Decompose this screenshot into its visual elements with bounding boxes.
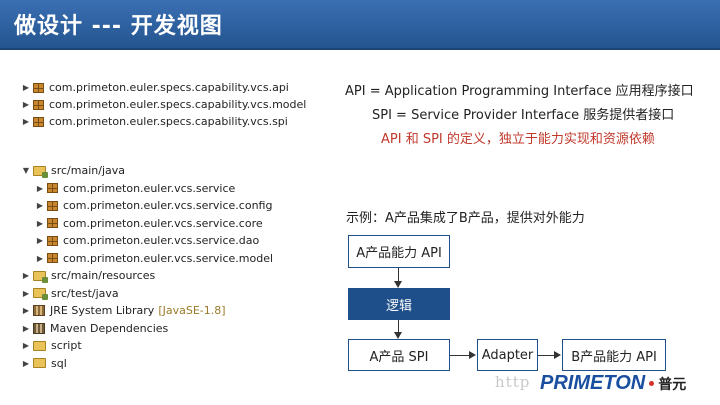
source-folder-icon xyxy=(33,165,48,178)
package-icon xyxy=(47,253,58,263)
folder-icon xyxy=(33,358,46,368)
tree-row-model[interactable]: ▶ com.primeton.euler.specs.capability.vc… xyxy=(20,96,306,113)
expand-arrow-icon[interactable]: ▶ xyxy=(22,271,30,280)
expand-arrow-icon[interactable]: ▶ xyxy=(22,83,30,92)
package-icon xyxy=(33,99,44,110)
primeton-logo: PRIMETON 普元 xyxy=(540,372,686,395)
tree-row-model[interactable]: ▶ com.primeton.euler.vcs.service.model xyxy=(34,250,273,267)
tree-row-maven-dependencies[interactable]: ▶ Maven Dependencies xyxy=(20,320,168,337)
a-product-api-box: A产品能力 API xyxy=(348,235,450,268)
a-product-spi-box: A产品 SPI xyxy=(348,339,450,371)
expand-arrow-icon[interactable]: ▶ xyxy=(22,100,30,109)
arrow-right-icon xyxy=(554,351,561,359)
tree-row-sql[interactable]: ▶ sql xyxy=(20,355,67,372)
library-icon xyxy=(33,305,45,316)
folder-label: sql xyxy=(51,356,67,370)
logo-cn-text: 普元 xyxy=(658,376,687,393)
package-icon xyxy=(47,218,58,228)
url-watermark: http xyxy=(495,373,531,391)
package-icon xyxy=(47,235,58,246)
expand-arrow-icon[interactable]: ▶ xyxy=(36,218,44,228)
package-icon xyxy=(33,116,44,127)
package-label: com.primeton.euler.vcs.service.dao xyxy=(63,234,260,247)
folder-label: src/main/resources xyxy=(51,269,156,282)
expand-arrow-icon[interactable]: ▶ xyxy=(22,341,30,350)
tree-row-jre-library[interactable]: ▶ JRE System Library [JavaSE-1.8] xyxy=(20,302,226,319)
library-label: Maven Dependencies xyxy=(50,321,169,335)
capability-package-tree: ▶ com.primeton.euler.specs.capability.vc… xyxy=(20,79,330,133)
adapter-box: Adapter xyxy=(477,339,538,371)
tree-row-src-main-java[interactable]: ▼ src/main/java xyxy=(20,162,125,179)
expand-arrow-icon[interactable]: ▶ xyxy=(22,358,30,368)
connector-line xyxy=(398,320,399,333)
tree-row-spi[interactable]: ▶ com.primeton.euler.specs.capability.vc… xyxy=(20,113,288,130)
package-icon xyxy=(33,82,44,93)
tree-row-src-main-resources[interactable]: ▶ src/main/resources xyxy=(20,267,155,284)
package-label: com.primeton.euler.vcs.service xyxy=(63,181,236,195)
connector-line xyxy=(398,268,399,282)
definition-note: API 和 SPI 的定义，独立于能力实现和资源依赖 xyxy=(381,132,655,147)
library-icon xyxy=(33,322,45,334)
logo-dot xyxy=(649,381,655,386)
expand-arrow-icon[interactable]: ▶ xyxy=(36,253,44,263)
package-label: com.primeton.euler.vcs.service.model xyxy=(63,251,274,265)
slide-title: 做设计 --- 开发视图 xyxy=(14,14,223,39)
connector-line xyxy=(450,355,470,356)
b-product-api-box: B产品能力 API xyxy=(562,339,666,371)
example-caption: 示例：A产品集成了B产品，提供对外能力 xyxy=(346,211,585,226)
expand-arrow-icon[interactable]: ▶ xyxy=(36,236,44,245)
tree-row-service[interactable]: ▶ com.primeton.euler.vcs.service xyxy=(34,180,235,197)
connector-line xyxy=(538,355,555,356)
tree-row-dao[interactable]: ▶ com.primeton.euler.vcs.service.dao xyxy=(34,232,259,249)
collapse-arrow-icon[interactable]: ▼ xyxy=(22,166,30,175)
folder-icon xyxy=(33,340,46,351)
jre-version-label: [JavaSE-1.8] xyxy=(158,304,226,317)
folder-label: script xyxy=(51,339,82,352)
package-icon xyxy=(47,183,58,193)
expand-arrow-icon[interactable]: ▶ xyxy=(36,183,44,193)
package-icon xyxy=(47,200,58,211)
arrow-down-icon xyxy=(394,281,402,288)
expand-arrow-icon[interactable]: ▶ xyxy=(22,288,30,298)
expand-arrow-icon[interactable]: ▶ xyxy=(22,117,30,126)
folder-label: src/test/java xyxy=(51,286,119,300)
tree-row-api[interactable]: ▶ com.primeton.euler.specs.capability.vc… xyxy=(20,79,289,96)
api-definition: API = Application Programming Interface … xyxy=(345,84,694,99)
tree-row-src-test-java[interactable]: ▶ src/test/java xyxy=(20,285,119,302)
expand-arrow-icon[interactable]: ▶ xyxy=(36,201,44,210)
library-label: JRE System Library xyxy=(50,304,155,317)
arrow-right-icon xyxy=(469,351,476,359)
tree-row-script[interactable]: ▶ script xyxy=(20,337,82,354)
expand-arrow-icon[interactable]: ▶ xyxy=(22,323,30,333)
tree-row-core[interactable]: ▶ com.primeton.euler.vcs.service.core xyxy=(34,215,263,232)
slide-header: 做设计 --- 开发视图 xyxy=(0,0,720,50)
tree-row-config[interactable]: ▶ com.primeton.euler.vcs.service.config xyxy=(34,197,273,214)
folder-label: src/main/java xyxy=(51,164,126,177)
source-folder-icon xyxy=(33,270,48,283)
arrow-down-icon xyxy=(394,332,402,339)
package-label: com.primeton.euler.vcs.service.core xyxy=(63,216,263,230)
logic-box: 逻辑 xyxy=(348,288,450,320)
logo-text: PRIMETON xyxy=(540,372,646,394)
source-folder-icon xyxy=(33,288,48,300)
package-label: com.primeton.euler.specs.capability.vcs.… xyxy=(49,81,289,94)
package-label: com.primeton.euler.specs.capability.vcs.… xyxy=(49,115,288,128)
spi-definition: SPI = Service Provider Interface 服务提供者接口 xyxy=(372,108,675,123)
expand-arrow-icon[interactable]: ▶ xyxy=(22,306,30,315)
package-label: com.primeton.euler.vcs.service.config xyxy=(63,199,273,212)
service-project-tree: ▼ src/main/java ▶ com.primeton.euler.vcs… xyxy=(20,162,330,374)
package-label: com.primeton.euler.specs.capability.vcs.… xyxy=(49,98,307,111)
